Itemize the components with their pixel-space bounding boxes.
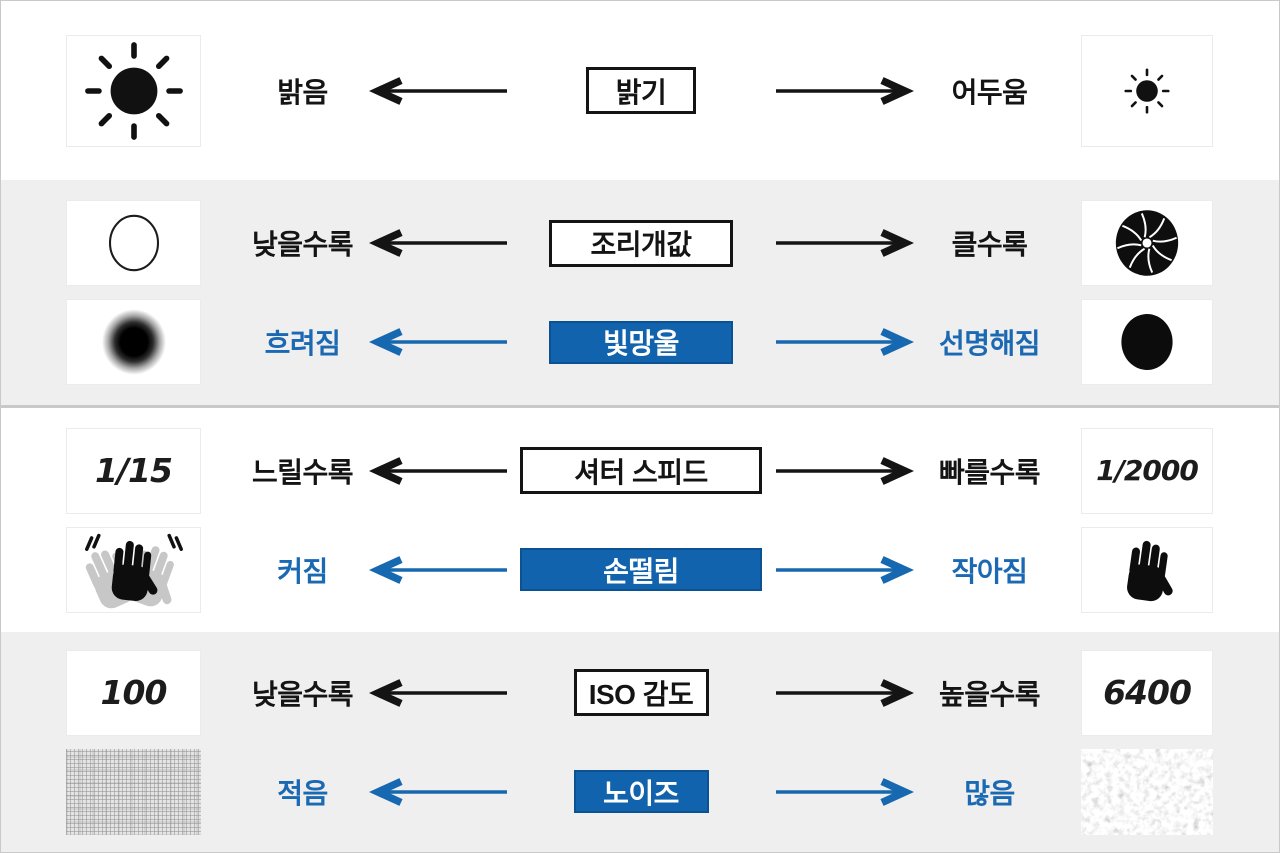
arrow-right-icon (771, 327, 916, 357)
arrow-right-icon (771, 678, 916, 708)
section-iso: 100 낮을수록 ISO 감도 높을수록 6400 (1, 632, 1279, 852)
arrow-right-icon (771, 228, 916, 258)
hand-steady-icon (1081, 526, 1213, 613)
arrow-left-icon (366, 678, 511, 708)
shutter-fast-value-card: 1/2000 (1081, 427, 1213, 514)
center-term-box: ISO 감도 (573, 669, 709, 716)
arrow-left-icon (366, 777, 511, 807)
arrow-left-icon (366, 555, 511, 585)
aperture-blades-icon (1081, 200, 1213, 286)
comparison-row: 1/15 느릴수록 셔터 스피드 빠를수록 1/2000 (1, 427, 1279, 514)
arrow-right-icon (771, 456, 916, 486)
comparison-row: 낮을수록 조리개값 클수록 (1, 200, 1279, 286)
center-term-box: 밝기 (586, 67, 696, 114)
shutter-slow-value: 1/15 (95, 451, 173, 490)
shutter-fast-value: 1/2000 (1096, 454, 1199, 487)
center-term-box: 셔터 스피드 (520, 447, 762, 494)
bokeh-sharp-circle-icon (1081, 299, 1213, 385)
comparison-row: 100 낮을수록 ISO 감도 높을수록 6400 (1, 649, 1279, 736)
left-end-label: 낮을수록 (251, 678, 354, 710)
left-end-label: 흐려짐 (264, 328, 341, 359)
right-end-label: 빠를수록 (938, 456, 1041, 488)
right-end-label: 어두움 (951, 76, 1028, 108)
left-end-label: 적음 (277, 777, 328, 809)
left-end-label: 느릴수록 (251, 456, 354, 488)
noise-heavy-texture (1081, 748, 1213, 835)
hand-shake-icon (66, 526, 201, 613)
noise-fine-texture (66, 748, 201, 835)
arrow-right-icon (771, 555, 916, 585)
right-end-label: 많음 (964, 777, 1015, 809)
arrow-left-icon (366, 76, 511, 106)
section-aperture: 낮을수록 조리개값 클수록 (1, 180, 1279, 405)
shutter-slow-value-card: 1/15 (66, 427, 201, 514)
center-effect-box: 빛망울 (549, 320, 733, 364)
right-end-label: 선명해짐 (938, 328, 1041, 359)
sun-small-icon (1081, 34, 1213, 147)
arrow-left-icon (366, 456, 511, 486)
sun-large-icon (66, 34, 201, 147)
comparison-row: 커짐 손떨림 작아짐 (1, 526, 1279, 613)
iso-high-value-card: 6400 (1081, 649, 1213, 736)
section-shutter-speed: 1/15 느릴수록 셔터 스피드 빠를수록 1/2000 (1, 408, 1279, 632)
center-effect-box: 노이즈 (573, 770, 709, 813)
comparison-row: 적음 노이즈 많음 (1, 748, 1279, 835)
arrow-right-icon (771, 777, 916, 807)
arrow-right-icon (771, 76, 916, 106)
right-end-label: 작아짐 (951, 555, 1028, 587)
right-end-label: 높을수록 (938, 678, 1041, 710)
iso-high-value: 6400 (1103, 673, 1192, 712)
comparison-row: 밝음 밝기 어두움 (1, 34, 1279, 147)
iso-low-value: 100 (100, 673, 168, 712)
right-end-label: 클수록 (951, 229, 1028, 260)
bokeh-blurred-circle-icon (66, 299, 201, 385)
left-end-label: 커짐 (277, 555, 328, 587)
center-effect-box: 손떨림 (520, 548, 762, 591)
aperture-open-circle-icon (66, 200, 201, 286)
center-term-box: 조리개값 (549, 219, 733, 267)
arrow-left-icon (366, 228, 511, 258)
left-end-label: 밝음 (277, 76, 328, 108)
section-divider (1, 405, 1279, 408)
section-brightness: 밝음 밝기 어두움 (1, 1, 1279, 180)
comparison-row: 흐려짐 빛망울 선명해짐 (1, 299, 1279, 385)
left-end-label: 낮을수록 (251, 229, 354, 260)
iso-low-value-card: 100 (66, 649, 201, 736)
arrow-left-icon (366, 327, 511, 357)
